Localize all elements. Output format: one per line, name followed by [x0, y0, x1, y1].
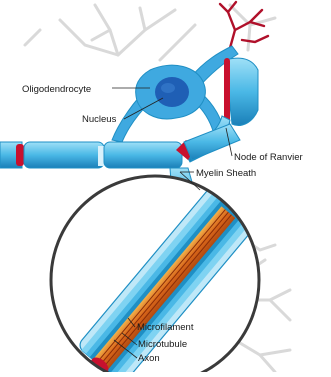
label-axon: Axon: [138, 353, 160, 364]
dendrite-branches: [220, 2, 268, 48]
label-microtubule: Microtubule: [138, 339, 187, 350]
label-node-of-ranvier: Node of Ranvier: [234, 152, 303, 163]
oligodendrocyte-cell-body: [136, 65, 206, 119]
background-neuron-top: [25, 5, 275, 60]
label-oligodendrocyte: Oligodendrocyte: [22, 84, 91, 95]
label-myelin-sheath: Myelin Sheath: [196, 168, 256, 179]
label-nucleus: Nucleus: [82, 114, 117, 125]
label-microfilament: Microfilament: [137, 322, 194, 333]
node-of-ranvier-left: [16, 144, 24, 166]
